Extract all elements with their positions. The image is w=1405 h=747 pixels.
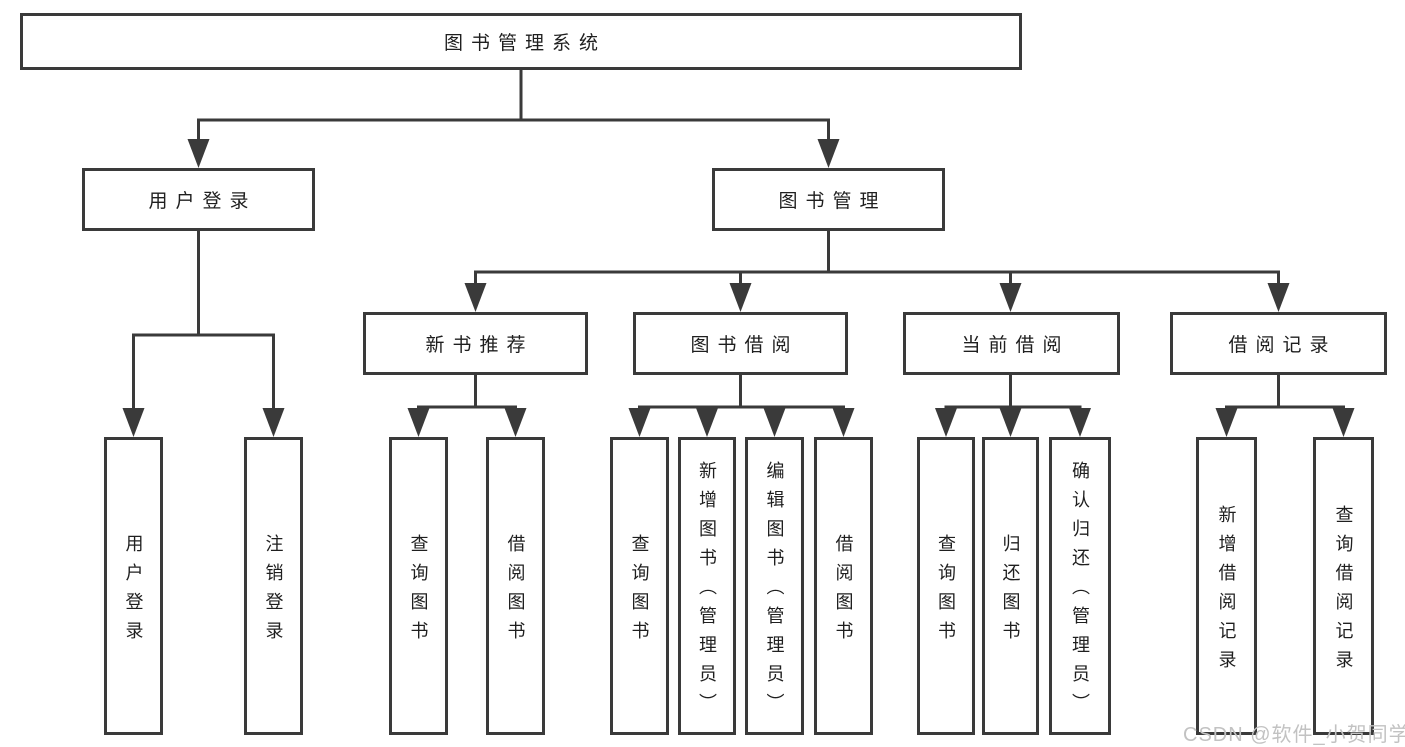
leaf-cb-confirm-return-admin-label: 确认归还（管理员）	[1070, 461, 1090, 722]
leaf-bb-edit-books-admin: 编辑图书（管理员）	[745, 437, 804, 735]
leaf-bb-add-books-admin: 新增图书（管理员）	[678, 437, 736, 735]
leaf-cb-query-books: 查询图书	[917, 437, 975, 735]
node-borrow-records: 借阅记录	[1170, 312, 1387, 375]
leaf-cb-return-books: 归还图书	[982, 437, 1039, 735]
leaf-user-login: 用户登录	[104, 437, 163, 735]
node-book-management: 图书管理	[712, 168, 945, 231]
leaf-bb-borrow-books: 借阅图书	[814, 437, 873, 735]
leaf-br-add-record: 新增借阅记录	[1196, 437, 1257, 735]
leaf-br-query-record: 查询借阅记录	[1313, 437, 1374, 735]
leaf-logout-label: 注销登录	[263, 533, 284, 650]
node-user-login: 用户登录	[82, 168, 315, 231]
leaf-nb-borrow-books-label: 借阅图书	[505, 533, 526, 650]
watermark-text: CSDN @软件_小贺同学	[1183, 724, 1405, 746]
node-user-login-label: 用户登录	[148, 191, 257, 212]
leaf-bb-borrow-books-label: 借阅图书	[833, 533, 854, 650]
leaf-user-login-label: 用户登录	[123, 533, 144, 650]
leaf-nb-query-books: 查询图书	[389, 437, 448, 735]
node-book-borrow-label: 图书借阅	[690, 335, 799, 356]
leaf-nb-query-books-label: 查询图书	[408, 533, 429, 650]
leaf-bb-add-books-admin-label: 新增图书（管理员）	[697, 461, 717, 722]
leaf-cb-return-books-label: 归还图书	[1000, 533, 1021, 650]
node-book-borrow: 图书借阅	[633, 312, 848, 375]
node-borrow-records-label: 借阅记录	[1228, 335, 1337, 356]
leaf-br-add-record-label: 新增借阅记录	[1216, 504, 1237, 679]
leaf-logout: 注销登录	[244, 437, 303, 735]
leaf-bb-query-books: 查询图书	[610, 437, 669, 735]
node-book-management-label: 图书管理	[778, 191, 887, 212]
node-new-book-recommend: 新书推荐	[363, 312, 588, 375]
node-current-borrow: 当前借阅	[903, 312, 1120, 375]
node-root-label: 图书管理系统	[443, 33, 606, 54]
leaf-cb-query-books-label: 查询图书	[936, 533, 956, 650]
leaf-nb-borrow-books: 借阅图书	[486, 437, 545, 735]
leaf-cb-confirm-return-admin: 确认归还（管理员）	[1049, 437, 1111, 735]
node-current-borrow-label: 当前借阅	[961, 335, 1070, 356]
leaf-bb-query-books-label: 查询图书	[629, 533, 650, 650]
leaf-bb-edit-books-admin-label: 编辑图书（管理员）	[764, 461, 785, 722]
node-new-book-recommend-label: 新书推荐	[425, 335, 534, 356]
leaf-br-query-record-label: 查询借阅记录	[1333, 504, 1354, 679]
node-root: 图书管理系统	[20, 13, 1022, 70]
